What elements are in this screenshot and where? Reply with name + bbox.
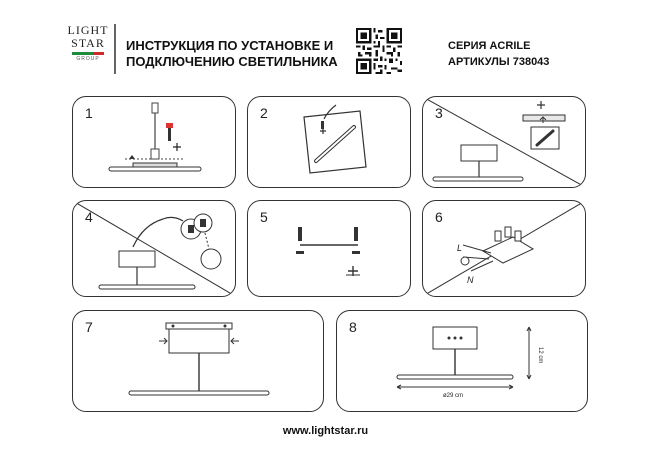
product-info: СЕРИЯ ACRILE АРТИКУЛЫ 738043 (448, 38, 549, 70)
series-label: СЕРИЯ ACRILE (448, 40, 531, 52)
article-number: АРТИКУЛЫ 738043 (448, 56, 550, 68)
step-2-illustration (303, 104, 367, 174)
step-8-illustration: ø29 cm 12 cm (396, 326, 543, 399)
logo-text-group: GROUP (76, 56, 100, 62)
neutral-wire-label: N (467, 275, 474, 285)
step-4-panel: 4 (72, 200, 236, 297)
step-number: 3 (435, 105, 443, 121)
instruction-title: ИНСТРУКЦИЯ ПО УСТАНОВКЕ И ПОДКЛЮЧЕНИЮ СВ… (126, 38, 338, 70)
logo-text-light: LIGHT (67, 23, 109, 37)
step-number: 7 (85, 319, 93, 335)
step-6-panel: 6 L N (422, 200, 586, 297)
step-7-illustration (128, 322, 270, 396)
title-line-1: ИНСТРУКЦИЯ ПО УСТАНОВКЕ И (126, 38, 334, 53)
title-line-2: ПОДКЛЮЧЕНИЮ СВЕТИЛЬНИКА (126, 54, 338, 69)
step-number: 6 (435, 209, 443, 225)
logo-text-star: STAR (71, 36, 105, 50)
step-3-illustration (423, 97, 585, 187)
logo-color-bar (72, 52, 104, 55)
brand-logo: LIGHT STAR GROUP (62, 24, 116, 74)
step-number: 4 (85, 209, 93, 225)
step-2-panel: 2 (247, 96, 411, 188)
step-4-illustration (73, 201, 235, 296)
step-number: 5 (260, 209, 268, 225)
step-5-panel: 5 (247, 200, 411, 297)
step-3-panel: 3 (422, 96, 586, 188)
step-1-panel: 1 (72, 96, 236, 188)
step-number: 2 (260, 105, 268, 121)
website-url: www.lightstar.ru (282, 425, 369, 437)
step-number: 1 (85, 105, 93, 121)
step-5-illustration (296, 227, 360, 276)
height-dimension: 12 cm (537, 347, 543, 363)
step-6-illustration: L N (423, 201, 585, 296)
live-wire-label: L (457, 243, 462, 253)
step-8-panel: 8 ø29 cm 12 cm (336, 310, 588, 412)
step-7-panel: 7 (72, 310, 324, 412)
qr-code (356, 28, 402, 74)
diameter-dimension: ø29 cm (443, 393, 463, 399)
step-number: 8 (349, 319, 357, 335)
step-1-illustration (108, 102, 202, 172)
